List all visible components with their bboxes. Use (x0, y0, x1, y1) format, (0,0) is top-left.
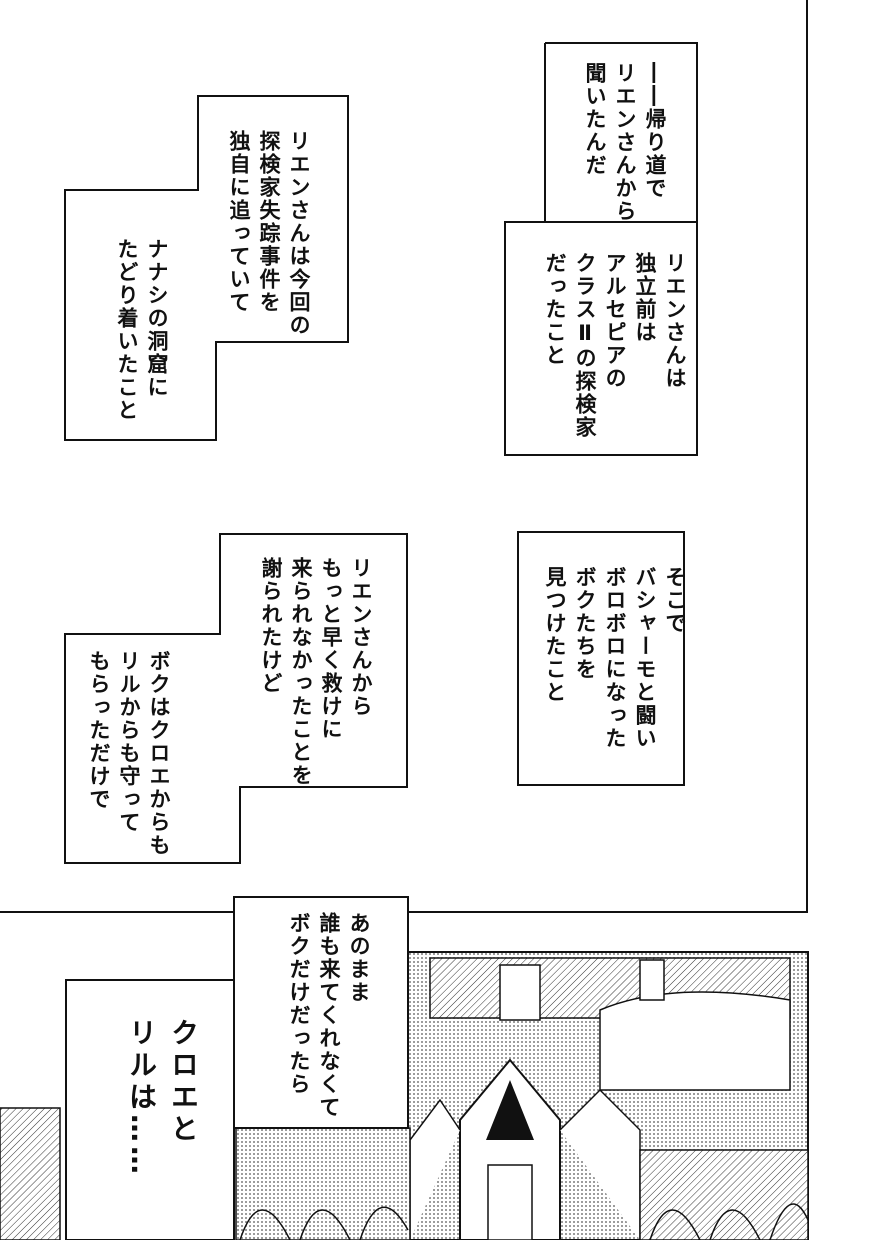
caption-box-return-road (504, 42, 698, 456)
caption-rien-apology: リエンさんから もっと早く救けに 来られなかったことを 謝られたけど (259, 557, 373, 787)
caption-box-found-us (517, 531, 685, 786)
caption-box-rien-apology (64, 533, 408, 864)
caption-found-us: そこで バシャーモと闘い ボロボロになった ボクたちを 見つけたこと (543, 566, 687, 750)
caption-box-kuroe-riru (65, 979, 235, 1240)
caption-if-alone: あのまま 誰も来てくれなくて ボクだけだったら (287, 912, 371, 1119)
building-illustration-left (0, 1107, 411, 1240)
caption-kuroe-riru: クロエと リルは…… (125, 1018, 200, 1178)
caption-nanashi-cave: ナナシの洞窟に たどり着いたこと (115, 238, 169, 422)
caption-rien-investigation: リエンさんは今回の 探検家失踪事件を 独自に追っていて (227, 130, 311, 337)
building-illustration (407, 951, 809, 1240)
caption-box-rien-investigation (64, 95, 349, 441)
caption-rien-past: リエンさんは 独立前は アルセピアの クラスⅡの探検家 だったこと (543, 252, 687, 439)
caption-protected: ボクはクロエからも リルからも守って もらっただけで (87, 650, 171, 857)
caption-return-road: ――帰り道で リエンさんから 聞いたんだ (583, 62, 667, 223)
